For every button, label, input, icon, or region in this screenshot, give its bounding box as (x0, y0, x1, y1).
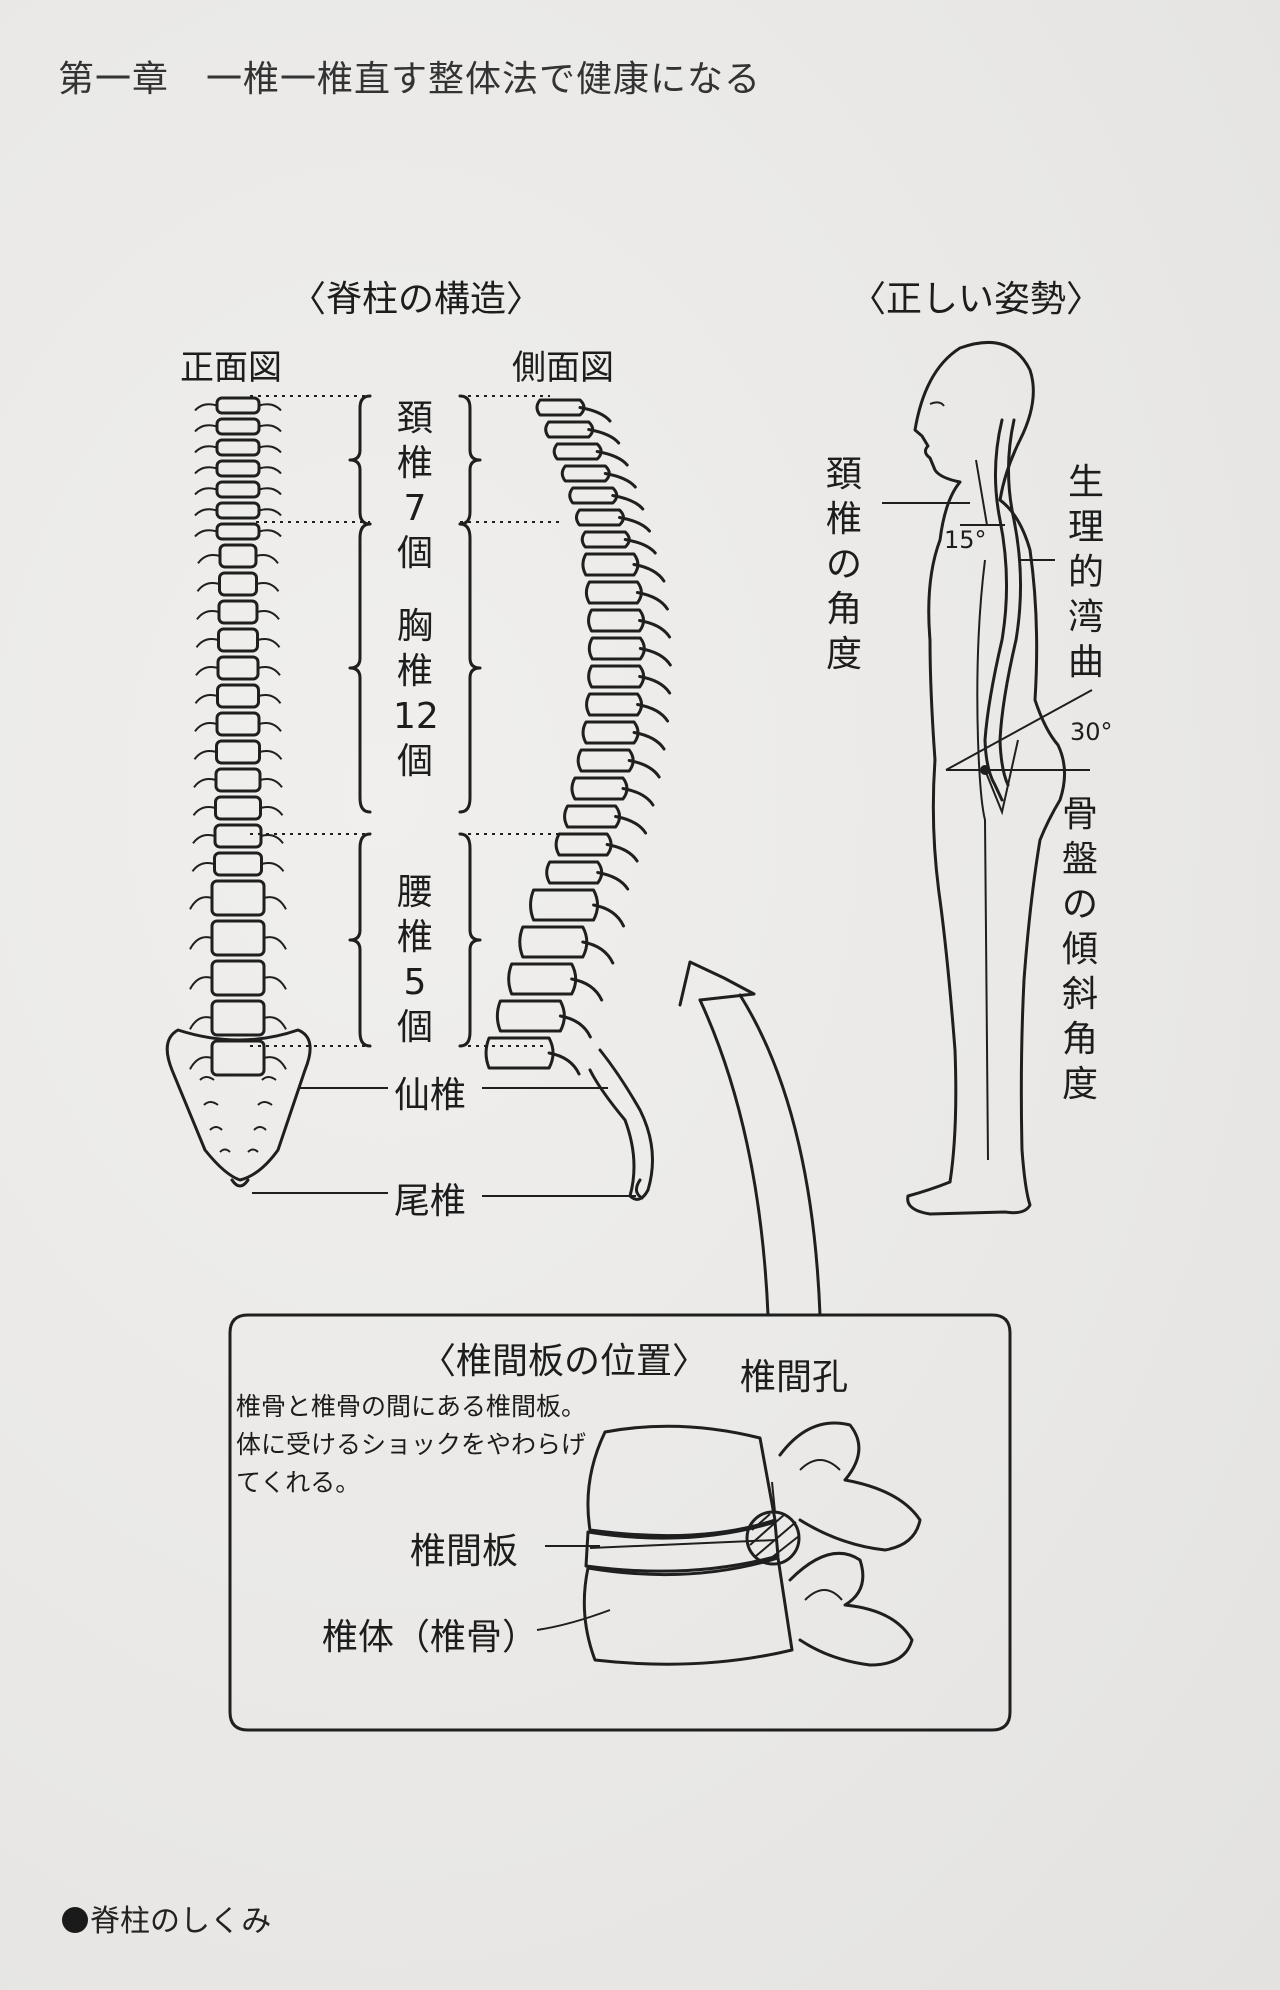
spine-structure-heading: 〈脊柱の構造〉 (290, 279, 543, 320)
chapter-title: 第一章 一椎一椎直す整体法で健康になる (58, 59, 762, 100)
disc-box (228, 1313, 1012, 1732)
segment-braces (250, 394, 636, 1197)
foramen-label: 椎間孔 (740, 1357, 849, 1398)
disc-note: 椎骨と椎骨の間にある椎間板。体に受けるショックをやわらげてくれる。 (236, 1392, 587, 1497)
front-view-label: 正面図 (180, 348, 282, 388)
physiological-curve-label: 生理的湾曲 (1067, 462, 1104, 683)
neck-angle-value: 15° (944, 526, 987, 554)
posture-heading: 〈正しい姿勢〉 (850, 279, 1103, 320)
disc-heading: 〈椎間板の位置〉 (420, 1341, 709, 1382)
pelvis-angle-value: 30° (1070, 718, 1113, 746)
neck-angle-label: 頚椎の角度 (825, 454, 862, 675)
posture-figure-drawing (882, 340, 1093, 1216)
front-spine-drawing (165, 396, 312, 1188)
figure-caption: 脊柱のしくみ (62, 1896, 271, 1940)
disc-label: 椎間板 (410, 1531, 519, 1572)
bullet-icon (62, 1907, 88, 1933)
pelvic-tilt-label: 骨盤の傾斜角度 (1061, 794, 1098, 1105)
curved-arrow (678, 960, 822, 1317)
vertebral-body-label: 椎体（椎骨） (322, 1617, 539, 1658)
sacrum-label: 仙椎 (394, 1075, 467, 1116)
side-view-label: 側面図 (512, 348, 614, 388)
side-spine-drawing (484, 398, 672, 1201)
coccyx-label: 尾椎 (394, 1181, 467, 1222)
